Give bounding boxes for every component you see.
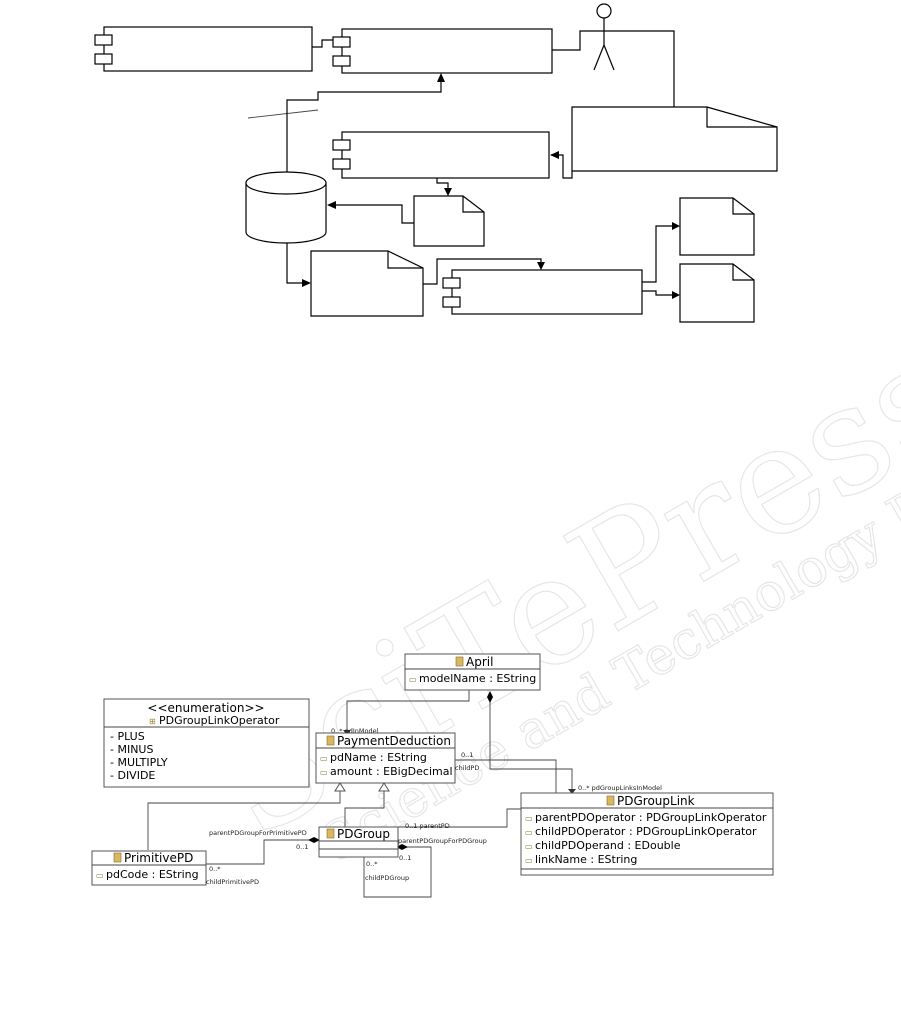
enumeration-stereotype: <<enumeration>> <box>147 701 264 715</box>
component-to-doc-a-arrow <box>642 225 672 283</box>
class-icon <box>113 852 122 863</box>
group-self-association <box>363 846 432 898</box>
primitive-attr-pd-code: pdCode : EString <box>106 868 199 881</box>
link-attr-child-operand: childPDOperand : EDouble <box>535 839 681 852</box>
connector-1-2 <box>312 39 333 48</box>
document-small <box>413 195 485 247</box>
label-childpd: childPD <box>455 764 479 772</box>
actor-connector <box>552 30 590 51</box>
label-childpd-mult: 0..1 <box>461 751 473 759</box>
db-to-component-arrow <box>286 80 442 172</box>
label-group-links-in-model: 0..* pdGroupLinksInModel <box>578 784 662 792</box>
doc-to-db-arrow <box>334 204 414 224</box>
actor-note-connector <box>618 30 675 107</box>
april-class-box: April ▭ modelName : EString <box>404 653 541 691</box>
component-box-4 <box>442 269 643 315</box>
link-attr-parent-operator: parentPDOperator : PDGroupLinkOperator <box>535 811 767 824</box>
leader-line <box>247 109 319 119</box>
april-name: April <box>466 655 493 669</box>
primitive-generalization <box>147 791 341 850</box>
actor-icon <box>590 3 618 71</box>
primitive-pd-name: PrimitivePD <box>124 851 193 865</box>
primitive-pd-class-box: PrimitivePD ▭ pdCode : EString <box>91 850 207 886</box>
attribute-icon: ▭ <box>320 754 328 763</box>
april-attr-model-name: modelName : EString <box>419 672 536 685</box>
group-generalization <box>344 791 385 827</box>
label-primitive-mult-many: 0..* <box>209 865 221 873</box>
link-attr-child-operator: childPDOperator : PDGroupLinkOperator <box>535 825 757 838</box>
class-icon <box>326 828 335 839</box>
component-box-2 <box>332 28 553 74</box>
enumeration-class-box: <<enumeration>> ⊞ PDGroupLinkOperator - … <box>103 698 310 788</box>
pd-group-class-box: PDGroup <box>318 826 399 858</box>
doc-to-component-arrow <box>423 258 542 285</box>
label-parent-group-for-primitive: parentPDGroupForPrimitivePD <box>209 829 307 837</box>
label-parent-pd: 0..1 parentPD <box>405 822 450 830</box>
component-box-1 <box>94 26 313 72</box>
enumeration-icon: ⊞ <box>149 717 156 726</box>
document-output-b <box>679 263 755 323</box>
db-to-doc-arrow <box>286 243 303 284</box>
pd-attr-pd-name: pdName : EString <box>330 751 427 764</box>
note-large <box>571 106 778 172</box>
attribute-icon: ▭ <box>96 871 104 880</box>
attribute-icon: ▭ <box>409 675 417 684</box>
label-parent-group-for-group: parentPDGroupForPDGroup <box>398 837 487 845</box>
payment-deduction-class-box: PaymentDeduction ▭ pdName : EString ▭ am… <box>315 732 456 784</box>
document-output-a <box>679 197 755 256</box>
label-pd-in-model: 0..* pdInModel <box>331 727 379 735</box>
attribute-icon: ▭ <box>525 814 533 823</box>
pd-attr-amount: amount : EBigDecimal <box>330 765 453 778</box>
link-attr-link-name: linkName : EString <box>535 853 637 866</box>
pd-group-name: PDGroup <box>337 827 390 841</box>
enum-literal-divide: - DIVIDE <box>110 769 155 782</box>
label-group-self-many: 0..* <box>366 860 378 868</box>
class-icon <box>606 795 615 806</box>
class-icon <box>326 735 335 746</box>
label-child-primitive-pd: childPrimitivePD <box>206 878 259 886</box>
document-bottom <box>310 250 424 317</box>
pd-group-link-name: PDGroupLink <box>617 794 695 808</box>
database-cylinder <box>245 171 327 244</box>
payment-deduction-name: PaymentDeduction <box>337 734 451 748</box>
label-child-pd-group: childPDGroup <box>365 874 409 882</box>
pd-group-link-class-box: PDGroupLink ▭ parentPDOperator : PDGroup… <box>520 792 774 876</box>
component-box-3 <box>332 131 550 179</box>
attribute-icon: ▭ <box>525 828 533 837</box>
label-group-self-one: 0..1 <box>399 854 411 862</box>
attribute-icon: ▭ <box>525 856 533 865</box>
group-primitive-composition <box>206 839 319 865</box>
attribute-icon: ▭ <box>525 842 533 851</box>
label-primitive-mult-one: 0..1 <box>296 843 308 851</box>
component-to-doc-b-arrow <box>642 290 672 296</box>
enumeration-name: PDGroupLinkOperator <box>159 714 280 727</box>
class-icon <box>455 656 464 667</box>
attribute-icon: ▭ <box>320 768 328 777</box>
architecture-diagram <box>94 3 778 323</box>
group-link-parentpd <box>398 808 521 828</box>
april-link-association <box>489 697 573 792</box>
enum-literal-minus: - MINUS <box>110 743 153 756</box>
component-to-doc-arrow <box>436 178 449 190</box>
enum-literal-multiply: - MULTIPLY <box>110 756 168 769</box>
enum-literal-plus: - PLUS <box>110 730 145 743</box>
pd-link-childpd <box>455 759 557 793</box>
